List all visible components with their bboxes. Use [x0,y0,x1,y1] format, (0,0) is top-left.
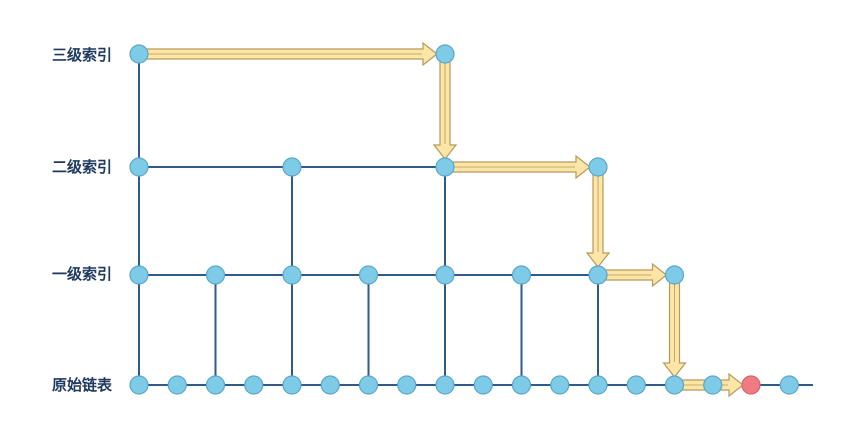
list-node [664,375,685,395]
list-node [205,375,226,395]
list-node [205,265,226,285]
list-node [703,375,723,395]
list-node [588,375,608,395]
list-node [435,157,455,177]
list-node [244,375,264,395]
list-node [588,157,608,177]
list-node [588,265,608,285]
search-arrow [451,154,591,180]
level-label-3: 三级索引 [52,46,113,64]
list-node [397,375,417,395]
search-arrow [604,262,668,288]
list-node [320,375,340,395]
list-node [358,375,379,395]
list-node [282,375,302,395]
list-node [358,265,379,285]
target-node [741,375,761,395]
list-node [167,375,187,395]
nodes [129,44,799,395]
list-node [435,44,455,64]
level-label-2: 二级索引 [52,158,113,176]
list-node [511,265,532,285]
list-node [626,375,646,395]
list-node [129,157,149,177]
list-node [550,375,570,395]
search-arrow [662,281,687,378]
search-arrow [585,173,611,268]
list-node [435,375,455,395]
search-arrow [145,41,438,67]
level-label-base: 原始链表 [52,376,113,394]
link-lines [138,53,813,386]
list-node [129,44,149,64]
list-node [664,265,685,285]
list-node [282,265,302,285]
level-label-1: 一级索引 [52,265,113,283]
list-node [779,375,799,395]
list-node [435,265,455,285]
search-arrow [432,60,458,160]
list-node [129,265,149,285]
list-node [473,375,493,395]
list-node [511,375,532,395]
list-node [282,157,302,177]
list-node [129,375,149,395]
